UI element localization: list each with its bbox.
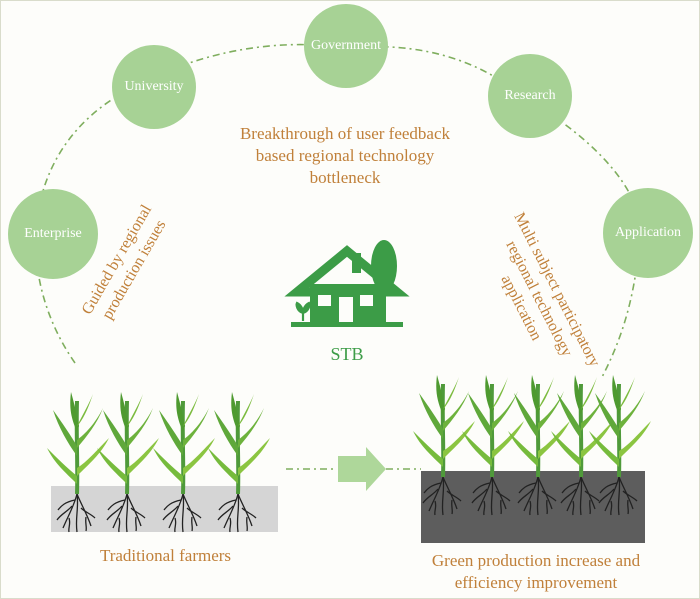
- node-government: Government: [311, 38, 381, 53]
- node-enterprise: Enterprise: [24, 226, 82, 241]
- node-enterprise-circle: [8, 189, 98, 279]
- soil-green: [421, 471, 645, 543]
- node-university-circle: [112, 45, 196, 129]
- progress-arrow: [338, 447, 386, 491]
- bottom-left-label: Traditional farmers: [99, 546, 232, 565]
- hub-label: STB: [330, 344, 364, 364]
- center-text: Breakthrough of user feedback based regi…: [239, 124, 451, 187]
- node-university: University: [124, 79, 184, 94]
- node-research-circle: [488, 54, 572, 138]
- node-application: Application: [614, 225, 682, 240]
- node-government-circle: [304, 4, 388, 88]
- node-research: Research: [504, 88, 556, 103]
- node-application-circle: [603, 188, 693, 278]
- house-tree-icon: [284, 240, 410, 327]
- bottom-right-label: Green production increase and efficiency…: [431, 551, 641, 592]
